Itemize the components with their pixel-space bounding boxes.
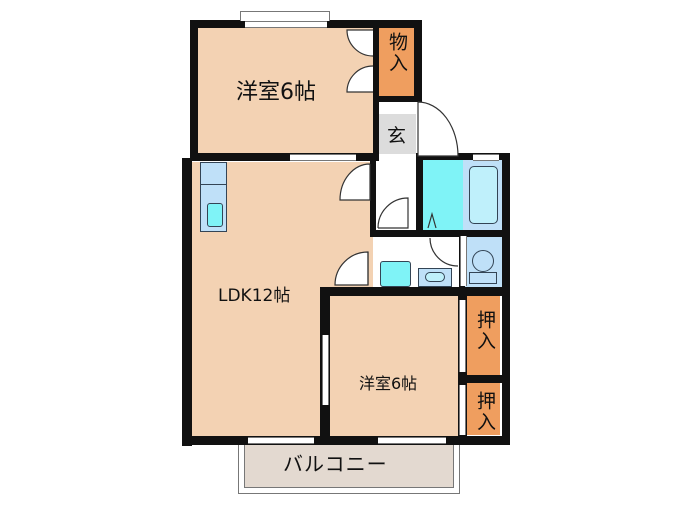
entrance (378, 114, 416, 154)
entrance-label: 玄 (387, 125, 407, 147)
top-window[interactable] (245, 21, 327, 28)
storage-top-label: 物入 (386, 32, 408, 74)
wall-room-bottom (190, 153, 379, 161)
wall-top-left (190, 20, 198, 160)
wall-wash-top (370, 230, 508, 237)
kitchen-counter-divider (200, 184, 227, 185)
balcony (244, 438, 454, 488)
closet-upper (466, 296, 500, 376)
closet-upper-label: 押入 (474, 310, 496, 352)
ldk-bottom-left (190, 290, 322, 438)
wall-ldk-left (182, 158, 192, 446)
wall-right-outer (502, 153, 510, 445)
wall-storage-bottom (375, 96, 422, 102)
closet-lower-door[interactable] (459, 385, 466, 435)
ldk-balcony-window[interactable] (248, 437, 314, 444)
bedroom-sliding-door[interactable] (322, 335, 329, 405)
top-window-frame (240, 11, 330, 21)
bathtub-icon (469, 166, 498, 224)
room-sliding-door[interactable] (290, 154, 356, 161)
wash-basin-bowl (425, 272, 445, 282)
toilet-door[interactable] (460, 236, 467, 286)
wall-bath-left (416, 153, 423, 233)
washing-machine-icon (380, 261, 411, 287)
toilet-tank-icon (469, 272, 497, 284)
wall-room-right (373, 28, 379, 158)
bath-window[interactable] (473, 154, 499, 161)
wall-bottom (182, 436, 508, 445)
wall-closet-divider (458, 375, 508, 383)
wall-bedroom-top (320, 287, 508, 296)
wall-bath-top (416, 153, 510, 160)
western-room-bottom (330, 296, 458, 436)
storage-top (378, 28, 416, 96)
bedroom-balcony-window[interactable] (378, 437, 446, 444)
western-room-bottom-label: 洋室6帖 (359, 374, 418, 393)
kitchen-sink-icon (207, 203, 223, 227)
toilet-bowl-icon (472, 250, 494, 272)
ldk-label: LDK12帖 (218, 286, 291, 306)
wall-hall-right (370, 160, 376, 235)
closet-upper-door[interactable] (459, 300, 466, 372)
balcony-label: バルコニー (283, 452, 388, 476)
western-room-top-label: 洋室6帖 (236, 80, 316, 105)
closet-lower-label: 押入 (474, 391, 496, 433)
wall-storage-right (414, 20, 422, 102)
closet-lower (466, 382, 500, 435)
